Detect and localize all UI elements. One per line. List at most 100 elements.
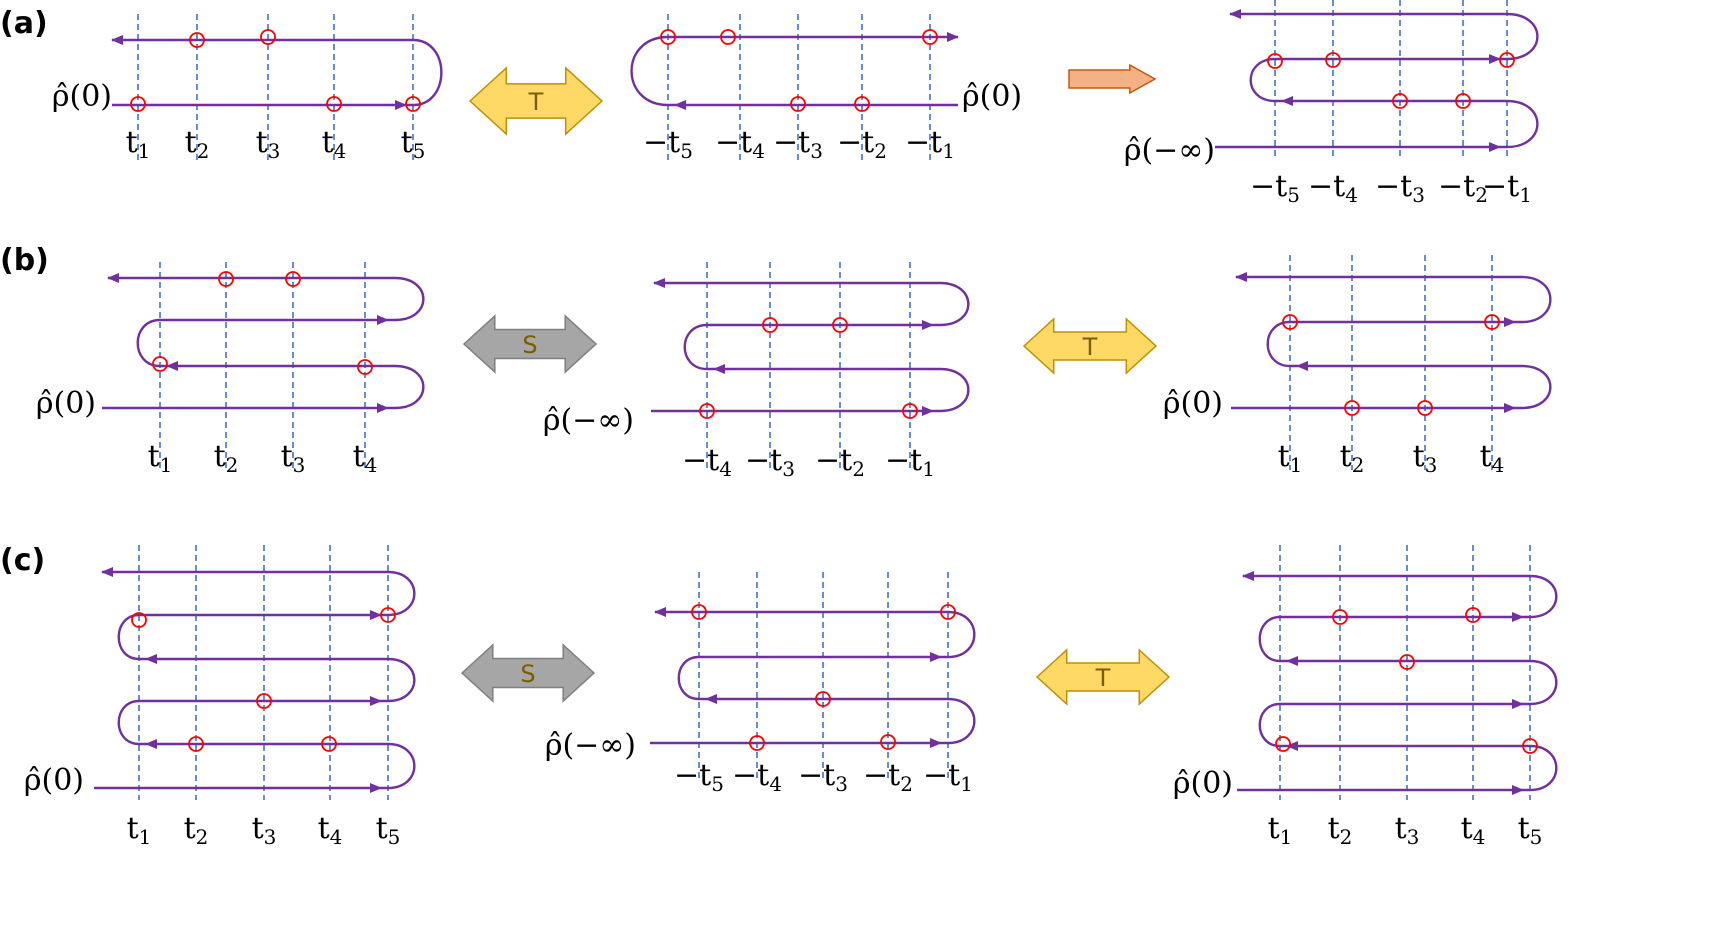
- operator-marker: [1417, 400, 1433, 416]
- operator-marker: [832, 317, 848, 333]
- operator-marker: [405, 96, 421, 112]
- time-tick-label: −t1: [1482, 169, 1532, 207]
- panel-label: (a): [0, 6, 48, 41]
- contour-turn: [387, 657, 416, 703]
- time-tick-label: t5: [1518, 811, 1543, 849]
- time-tick-label: t4: [318, 811, 343, 849]
- symmetry-S-arrow: [462, 314, 598, 374]
- operator-marker: [357, 359, 373, 375]
- contour-turn: [136, 318, 161, 368]
- contour-arrowhead: [1296, 361, 1308, 371]
- time-tick-label: t3: [1395, 811, 1420, 849]
- contour-turn: [1258, 615, 1281, 663]
- contour-turn: [947, 697, 976, 745]
- initial-state-label: ρ̂(0): [36, 386, 96, 421]
- operator-marker: [326, 96, 342, 112]
- time-tick-label: t2: [1340, 439, 1365, 477]
- contour-turn: [947, 610, 976, 659]
- contour-turn: [1529, 574, 1558, 619]
- operator-marker: [130, 96, 146, 112]
- operator-marker: [189, 32, 205, 48]
- contour-arrowhead: [395, 100, 407, 110]
- operator-marker: [1325, 52, 1341, 68]
- operator-marker: [1484, 314, 1500, 330]
- operator-marker: [762, 317, 778, 333]
- time-tick-label: −t3: [745, 443, 795, 481]
- symmetry-S-label: S: [522, 331, 537, 359]
- operator-marker: [1392, 93, 1408, 109]
- contour-arrowhead: [1489, 142, 1501, 152]
- time-tick-label: t4: [1461, 811, 1486, 849]
- contour-turn: [1249, 57, 1276, 103]
- contour-arrowhead: [370, 610, 382, 620]
- time-tick-label: −t2: [1438, 169, 1488, 207]
- initial-state-label: ρ̂(0): [24, 763, 84, 798]
- operator-marker: [790, 96, 806, 112]
- initial-state-label: ρ̂(0): [52, 79, 112, 114]
- initial-state-label: ρ̂(−∞): [1124, 133, 1215, 168]
- operator-marker: [321, 736, 337, 752]
- contour-turn: [387, 570, 416, 617]
- contour-turn: [939, 281, 970, 327]
- contour-arrowhead: [1504, 403, 1516, 413]
- contour-arrowhead: [1512, 612, 1524, 622]
- contour-arrowhead: [1286, 741, 1298, 751]
- operator-marker: [218, 271, 234, 287]
- contour-arrowhead: [377, 315, 389, 325]
- contour-turn: [677, 655, 700, 701]
- contour-turn: [394, 276, 425, 322]
- contour-arrowhead: [370, 696, 382, 706]
- contour-arrowhead: [1512, 699, 1524, 709]
- operator-marker: [902, 403, 918, 419]
- operator-marker: [699, 403, 715, 419]
- operator-marker: [1332, 609, 1348, 625]
- operator-marker: [260, 29, 276, 45]
- symmetry-T-label: T: [1095, 664, 1111, 692]
- time-tick-label: t2: [1328, 811, 1353, 849]
- contour-turn: [387, 742, 416, 790]
- symmetry-T-arrow: [468, 66, 604, 136]
- contour-arrowhead: [705, 694, 717, 704]
- operator-marker: [256, 693, 272, 709]
- symmetry-S-arrow: [460, 643, 596, 703]
- contour-arrowhead: [145, 654, 157, 664]
- time-tick-label: −t2: [815, 443, 865, 481]
- operator-marker: [1522, 738, 1538, 754]
- time-tick-label: t1: [1278, 439, 1303, 477]
- operator-marker: [1455, 93, 1471, 109]
- contour-turn: [1521, 275, 1552, 324]
- contour-turn: [1529, 659, 1558, 706]
- operator-marker: [922, 29, 938, 45]
- time-tick-label: t1: [148, 439, 173, 477]
- time-tick-label: −t5: [1250, 169, 1300, 207]
- operator-marker: [1267, 53, 1283, 69]
- contour-turn: [117, 613, 140, 661]
- time-tick-label: −t5: [674, 758, 724, 796]
- time-tick-label: t4: [322, 125, 347, 163]
- operator-marker: [1399, 654, 1415, 670]
- initial-state-label: ρ̂(0): [1173, 766, 1233, 801]
- symmetry-T-arrow: [1035, 648, 1171, 706]
- contour-turn: [630, 35, 669, 107]
- operator-marker: [1465, 607, 1481, 623]
- operator-marker: [815, 691, 831, 707]
- time-tick-label: −t3: [773, 125, 823, 163]
- initial-state-label: ρ̂(0): [962, 79, 1022, 114]
- time-tick-label: t3: [252, 811, 277, 849]
- contour-turn: [1258, 702, 1281, 748]
- symmetry-T-label: T: [1082, 333, 1098, 361]
- contour-turn: [117, 699, 140, 746]
- time-tick-label: t4: [353, 439, 378, 477]
- time-tick-label: −t5: [643, 125, 693, 163]
- contour-turn: [1506, 12, 1539, 61]
- initial-state-label: ρ̂(0): [1163, 386, 1223, 421]
- time-tick-label: t3: [256, 125, 281, 163]
- contour-arrowhead: [930, 738, 942, 748]
- time-tick-label: t4: [1480, 439, 1505, 477]
- time-tick-label: t1: [127, 811, 152, 849]
- time-tick-label: t1: [1268, 811, 1293, 849]
- operator-marker: [854, 96, 870, 112]
- time-tick-label: t2: [185, 125, 210, 163]
- time-tick-label: t3: [281, 439, 306, 477]
